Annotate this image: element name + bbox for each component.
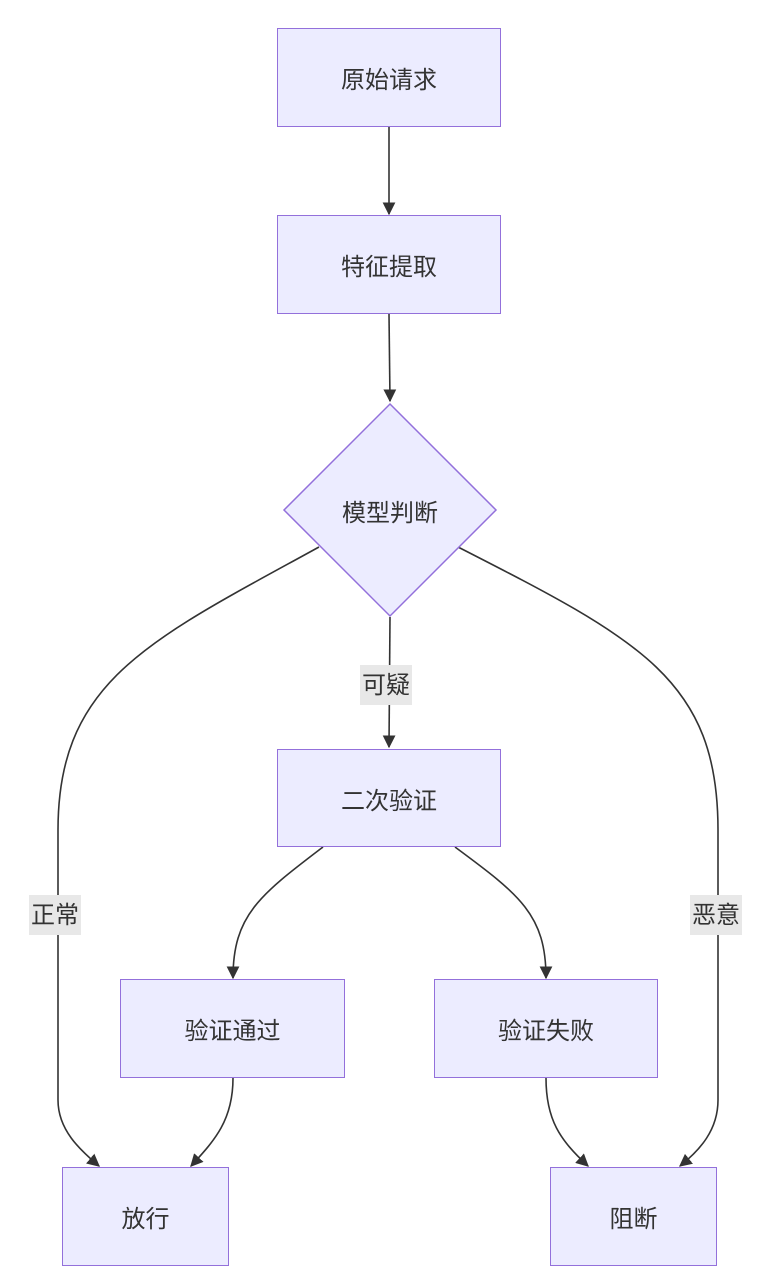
node-label: 验证失败 — [498, 1017, 594, 1045]
edge-failed-to-block — [545, 1077, 589, 1167]
node-verification-failed: 验证失败 — [434, 979, 658, 1078]
node-label: 模型判断 — [342, 498, 438, 527]
edge-judgment-to-allow — [57, 546, 320, 1167]
node-model-judgment: 模型判断 — [300, 490, 480, 530]
node-block: 阻断 — [550, 1167, 717, 1266]
node-label: 原始请求 — [341, 66, 437, 94]
edge-extraction-to-judgment — [383, 313, 397, 403]
model-judgment-diamond — [282, 402, 498, 618]
edge-judgment-to-block — [457, 546, 719, 1167]
node-feature-extraction: 特征提取 — [277, 215, 501, 314]
node-label: 验证通过 — [184, 1017, 281, 1045]
edge-label-suspicious: 可疑 — [360, 665, 412, 705]
edge-label-normal: 正常 — [29, 895, 81, 935]
node-label: 阻断 — [609, 1205, 658, 1233]
edge-verification-to-failed — [454, 846, 553, 980]
node-verification-passed: 验证通过 — [120, 979, 345, 1078]
node-label: 放行 — [121, 1205, 170, 1233]
edge-passed-to-allow — [190, 1077, 234, 1167]
node-label: 二次验证 — [341, 786, 437, 815]
node-original-request: 原始请求 — [277, 28, 501, 127]
node-allow: 放行 — [62, 1167, 229, 1266]
node-label: 特征提取 — [341, 253, 437, 281]
edge-verification-to-passed — [226, 846, 324, 980]
edge-label-malicious: 恶意 — [690, 895, 742, 935]
node-second-verification: 二次验证 — [277, 749, 501, 847]
